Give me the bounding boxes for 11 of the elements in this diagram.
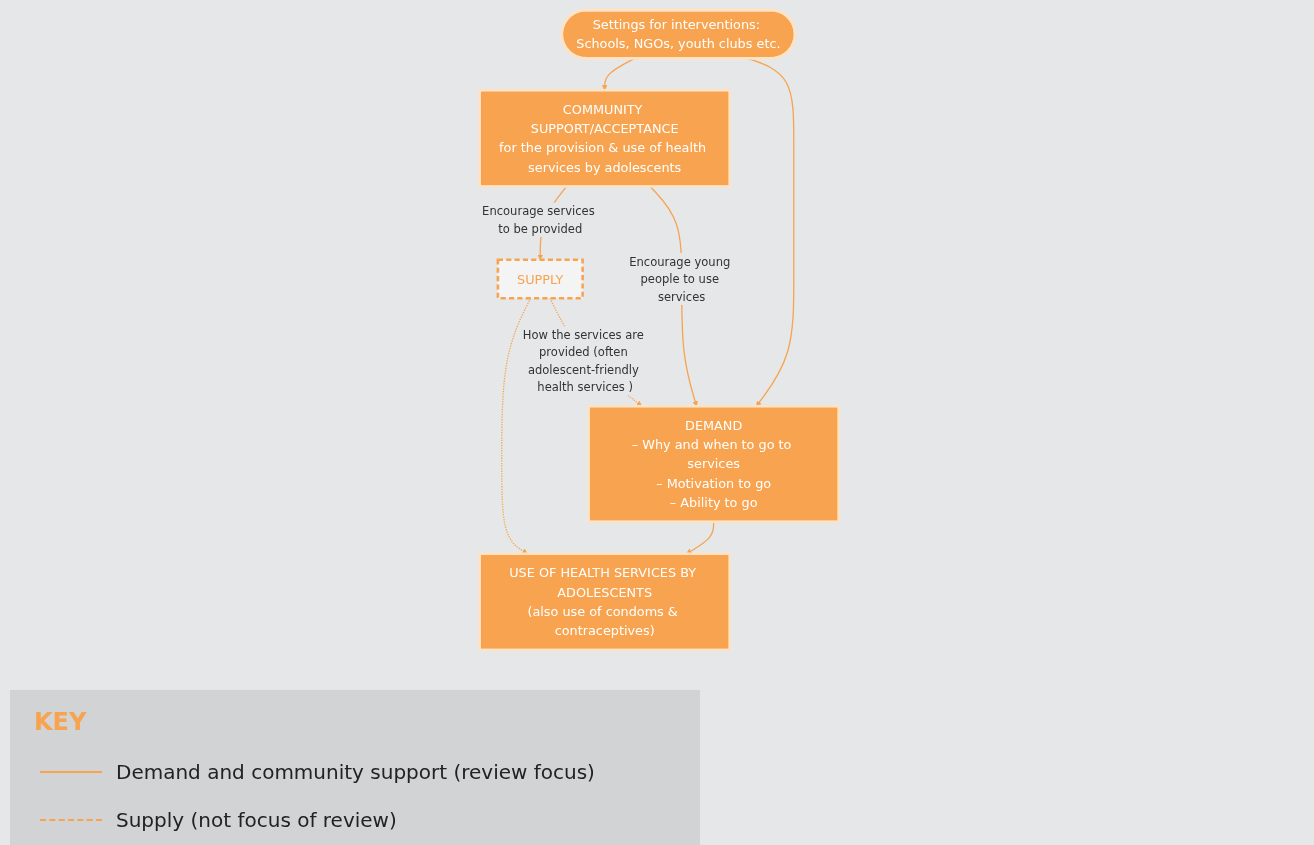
edge-label: Encourage young people to use services xyxy=(628,254,730,304)
edge-label: How the services are provided (often adolescent-friendly health services ) xyxy=(522,328,644,394)
legend-heading: KEY xyxy=(34,708,87,736)
arrow xyxy=(685,521,714,554)
legend-text: Demand and community support (review focus) xyxy=(116,760,595,784)
node-box: SUPPLY xyxy=(496,258,584,300)
legend-text: Supply (not focus of review) xyxy=(116,808,397,832)
node-box: COMMUNITY SUPPORT/ACCEPTANCE for the provision & use of health services by adolescents xyxy=(478,88,731,188)
edge-label: Encourage services to be provided xyxy=(481,204,595,236)
node-box: USE OF HEALTH SERVICES BY ADOLESCENTS (also use of condoms & contraceptives) xyxy=(478,552,731,652)
node-box: DEMAND – Why and when to go to services – Motivation to go – Ability to go xyxy=(587,405,840,523)
